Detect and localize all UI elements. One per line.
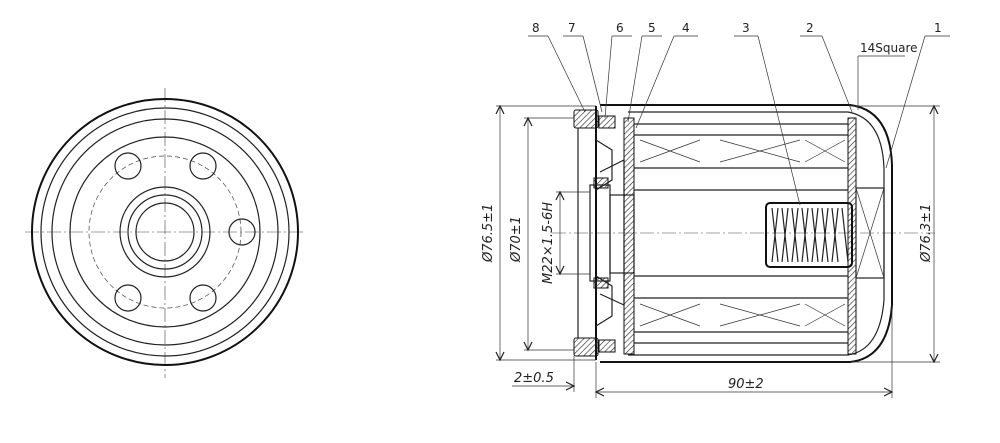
dimension-lines bbox=[495, 104, 940, 398]
part-label-3: 3 bbox=[742, 21, 750, 35]
dim-gasket-thickness: 2±0.5 bbox=[514, 371, 554, 386]
part-label-4: 4 bbox=[682, 21, 690, 35]
part-label-5: 5 bbox=[648, 21, 656, 35]
part-label-2: 2 bbox=[806, 21, 814, 35]
dimension-text-group: Ø76.5±1 Ø70±1 M22×1.5-6H Ø76.3±1 2±0.5 9… bbox=[481, 202, 934, 392]
dim-gasket-diameter: Ø70±1 bbox=[509, 216, 524, 263]
dim-outer-diameter-left: Ø76.5±1 bbox=[481, 204, 496, 263]
dim-thread: M22×1.5-6H bbox=[541, 202, 556, 284]
end-view bbox=[25, 88, 305, 378]
dim-body-diameter-right: Ø76.3±1 bbox=[919, 204, 934, 263]
dim-overall-length: 90±2 bbox=[728, 377, 764, 392]
square-note: 14Square bbox=[860, 41, 918, 55]
section-view bbox=[552, 104, 935, 363]
part-label-1: 1 bbox=[934, 21, 942, 35]
part-label-7: 7 bbox=[568, 21, 576, 35]
part-leaders bbox=[528, 35, 950, 206]
part-label-6: 6 bbox=[616, 21, 624, 35]
part-label-8: 8 bbox=[532, 21, 540, 35]
part-label-group: 8 7 6 5 4 3 2 1 14Square bbox=[532, 21, 942, 55]
